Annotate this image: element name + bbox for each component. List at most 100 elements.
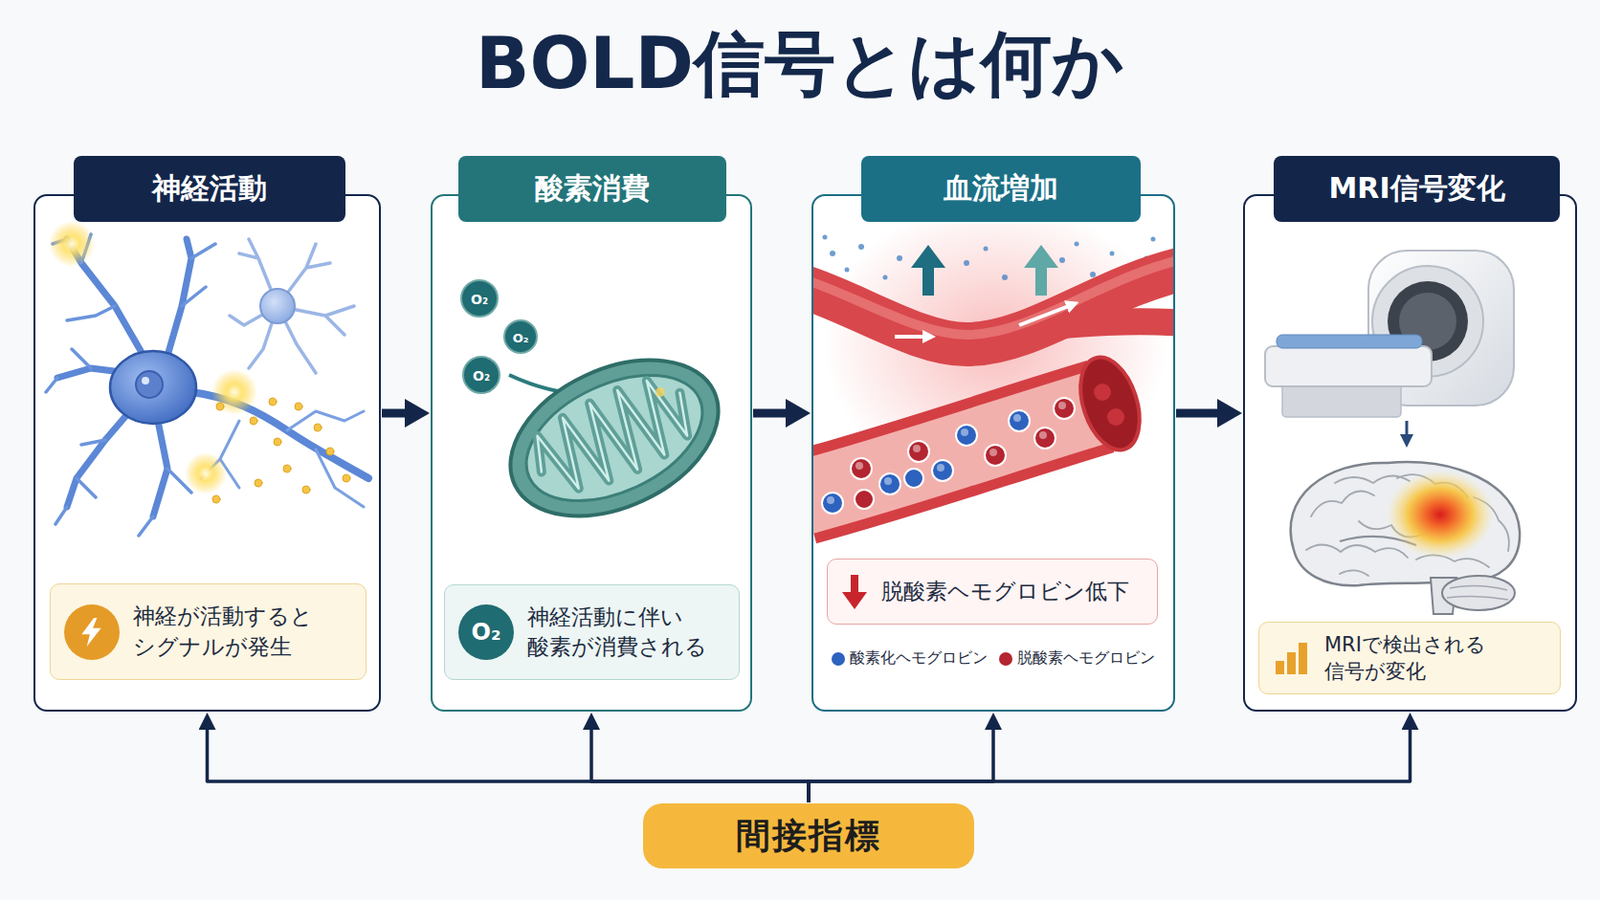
caption-box: 脱酸素ヘモグロビン低下: [826, 558, 1158, 625]
summary-label: 間接指標: [735, 815, 882, 857]
mri-illustration: [1290, 462, 1520, 586]
vessel-illustration: [1069, 350, 1151, 458]
vessel-illustration: [1039, 431, 1047, 440]
panel-heading-tab: 神経活動: [73, 155, 346, 223]
vessel-illustration: [1058, 401, 1067, 410]
panel-ground: [33, 194, 381, 712]
caption-icon: [64, 604, 120, 661]
neuron-illustration: [45, 221, 369, 536]
stage-panel: O₂神経活動に伴い 酸素が消費される酸素消費: [430, 194, 753, 712]
vessel-illustration: [1074, 242, 1080, 247]
vessel-illustration: [989, 448, 998, 457]
flow-arrow: [1176, 409, 1218, 419]
mitochondrion-illustration: [485, 329, 743, 548]
label-anchor: O₂: [470, 289, 489, 309]
legend-item: 脱酸素ヘモグロビン: [999, 648, 1156, 669]
stage-panel: 脱酸素ヘモグロビン低下血流増加: [811, 194, 1176, 712]
vessel-illustration: [1110, 251, 1115, 257]
neuron-illustration: [135, 371, 163, 399]
vessel-illustration: [1008, 410, 1030, 432]
flow-arrow: [381, 409, 405, 419]
summary-box: 間接指標: [643, 803, 975, 869]
vessel-illustration: [1019, 304, 1074, 326]
caption-text: MRIで検出される 信号が変化: [1324, 631, 1547, 687]
neuron-illustration: [48, 221, 95, 267]
legend-text: 酸素化ヘモグロビン: [849, 648, 988, 669]
mitochondrion-illustration: [507, 350, 723, 527]
vessel-illustration: [813, 223, 1174, 514]
neuron-illustration: [342, 474, 351, 483]
legend-swatch: [831, 652, 845, 667]
neuron-illustration: [200, 411, 364, 508]
vessel-illustration: [813, 258, 1174, 335]
mitochondrion-illustration: [655, 387, 666, 398]
connector-group: [207, 413, 1411, 803]
vessel-illustration: [879, 473, 901, 495]
vessel-illustration: [854, 489, 874, 510]
label-anchor: O₂: [472, 366, 490, 385]
caption-icon: [1272, 639, 1312, 678]
panel-heading: MRI信号変化: [1328, 171, 1505, 206]
vessel-illustration: [932, 460, 954, 482]
vessel-illustration: [884, 477, 892, 486]
mri-illustration: [1405, 421, 1409, 443]
neuron-illustration: [254, 479, 263, 488]
vessel-illustration: [1059, 257, 1066, 264]
caption-box: MRIで検出される 信号が変化: [1258, 622, 1561, 695]
mitochondrion-illustration: [463, 356, 500, 394]
page-title: BOLD信号とは何か: [0, 21, 1600, 107]
vessel-illustration: [984, 444, 1006, 467]
vessel-illustration: [912, 444, 921, 453]
vessel-illustration: [983, 246, 989, 252]
panel-ground: [430, 194, 753, 712]
caption-icon: [841, 573, 868, 612]
vessel-illustration: [894, 334, 931, 339]
bar-chart-icon: [1275, 661, 1285, 675]
neuron-illustration: [212, 398, 351, 504]
mitochondrion-illustration: [504, 320, 537, 354]
stage-panel: MRIで検出される 信号が変化MRI信号変化: [1243, 194, 1578, 712]
mitochondrion-illustration: [461, 280, 498, 317]
mri-illustration: [1442, 576, 1515, 611]
mitochondrion-illustration: [485, 329, 743, 548]
vessel-illustration: [858, 244, 865, 250]
panel-heading-tab: 酸素消費: [458, 155, 727, 223]
mri-illustration: [1311, 491, 1375, 518]
vessel-illustration: [1093, 383, 1112, 401]
indirect-connector: [808, 730, 1411, 803]
lightning-icon: [81, 618, 101, 647]
vessel-illustration: [904, 468, 924, 489]
legend-item: 酸素化ヘモグロビン: [831, 648, 988, 669]
mri-illustration: [1306, 544, 1408, 558]
neuron-illustration: [216, 402, 224, 411]
mitochondrion-illustration: [461, 280, 744, 548]
neuron-illustration: [273, 438, 282, 446]
mri-illustration: [1265, 250, 1520, 615]
legend: 酸素化ヘモグロビン 脱酸素ヘモグロビン: [825, 648, 1161, 669]
vessel-illustration: [1089, 271, 1096, 278]
neuron-illustration: [48, 221, 258, 495]
neuron-illustration: [141, 377, 150, 385]
panel-heading-tab: MRI信号変化: [1273, 155, 1560, 223]
caption-text: 脱酸素ヘモグロビン低下: [881, 577, 1144, 607]
caption-box: O₂神経活動に伴い 酸素が消費される: [444, 584, 740, 681]
neuron-illustration: [229, 239, 355, 374]
mri-illustration: [1339, 570, 1369, 577]
caption-icon: O₂: [458, 604, 514, 661]
neuron-illustration: [294, 402, 303, 411]
vessel-illustration: [826, 496, 835, 505]
vessel-illustration: [1035, 266, 1047, 296]
legend-swatch: [999, 652, 1013, 667]
mitochondrion-illustration: [523, 366, 702, 507]
vessel-illustration: [883, 275, 889, 281]
neuron-illustration: [268, 398, 277, 406]
legend-text: 脱酸素ヘモグロビン: [1017, 648, 1156, 669]
neuron-illustration: [260, 288, 295, 324]
caption-text: 神経活動に伴い 酸素が消費される: [527, 602, 726, 663]
neuron-illustration: [302, 486, 311, 494]
vessel-illustration: [911, 244, 946, 268]
mri-illustration: [1446, 585, 1509, 600]
neuron-illustration: [283, 465, 291, 473]
down-arrow-icon: [842, 592, 867, 610]
caption-box: 神経が活動すると シグナルが発生: [49, 583, 367, 681]
